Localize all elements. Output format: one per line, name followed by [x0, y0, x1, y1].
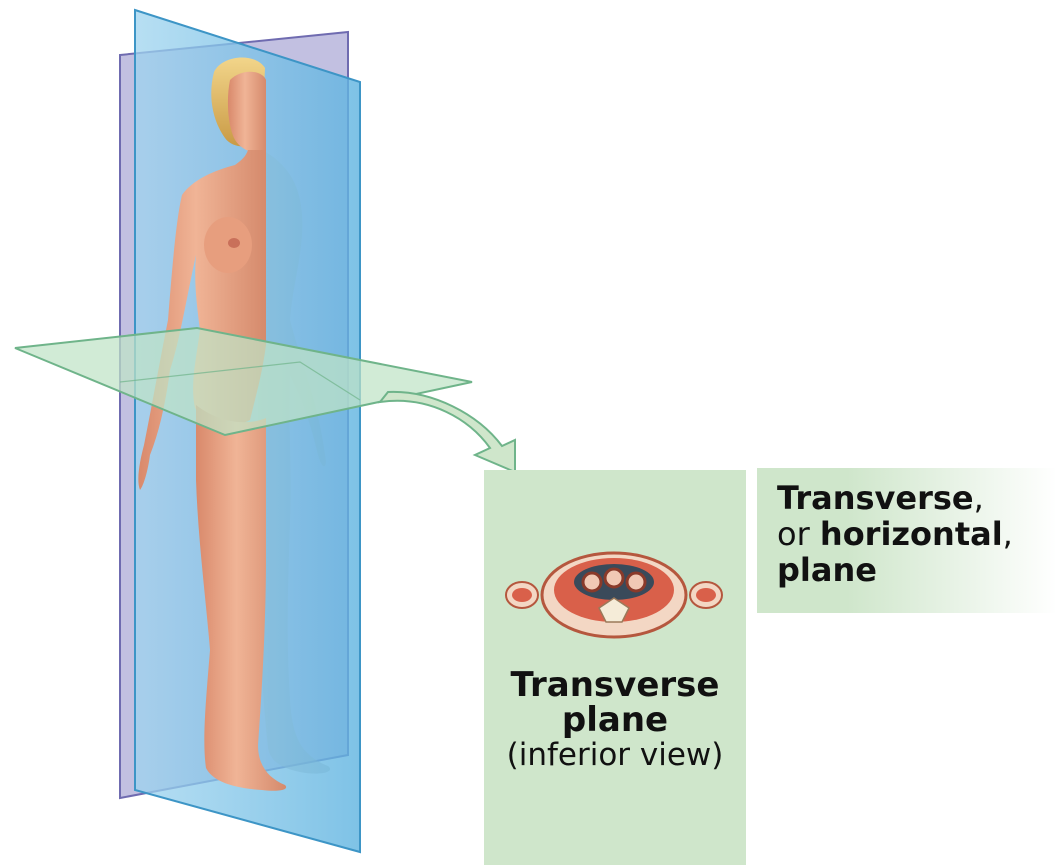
caption-line-3: (inferior view)	[484, 738, 746, 773]
caption-line-1: Transverse	[484, 668, 746, 703]
caption-line-2: plane	[484, 703, 746, 738]
plane-label-term-1: Transverse	[777, 479, 974, 517]
plane-label-comma-1: ,	[974, 479, 984, 517]
cross-section-caption: Transverse plane (inferior view)	[484, 668, 746, 773]
plane-label-term-2: horizontal	[820, 515, 1003, 553]
transverse-arrow	[380, 392, 515, 472]
plane-label-or: or	[777, 515, 820, 553]
transverse-plane	[15, 328, 472, 435]
plane-label-box: Transverse, or horizontal, plane	[757, 468, 1057, 613]
abdominal-cross-section-illustration	[484, 550, 746, 640]
plane-label: Transverse, or horizontal, plane	[777, 480, 1013, 588]
cross-section-panel: Transverse plane (inferior view)	[484, 470, 746, 865]
plane-label-term-3: plane	[777, 551, 877, 589]
plane-label-comma-2: ,	[1003, 515, 1013, 553]
